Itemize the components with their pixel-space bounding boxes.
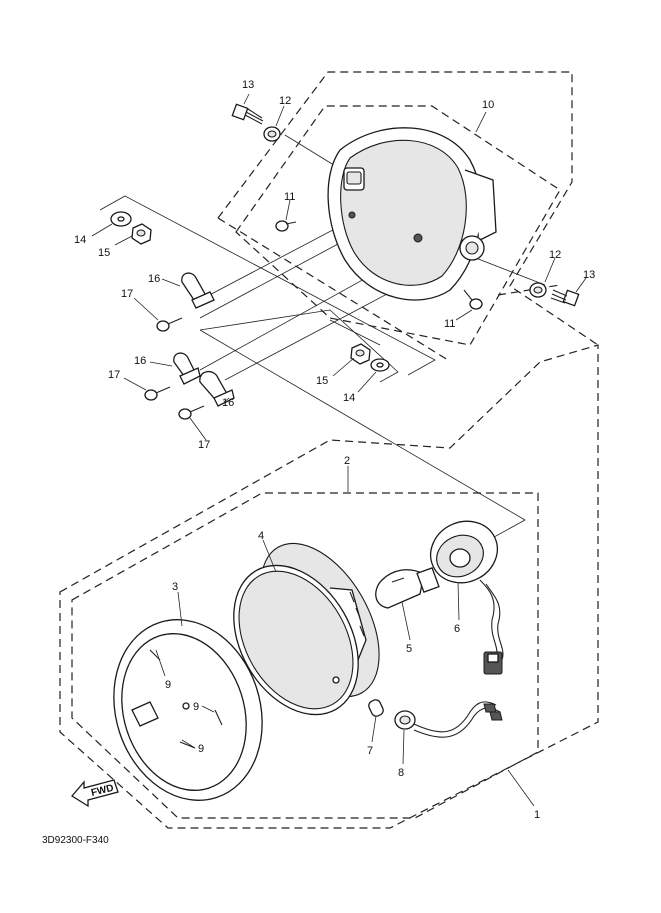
headlight-rim [113, 619, 263, 801]
callout-16-c: 16 [222, 397, 234, 409]
headlight-housing [327, 127, 497, 301]
callout-4: 4 [258, 530, 264, 542]
headlight-bulb [375, 567, 440, 609]
screw-17-b [144, 386, 171, 401]
callout-6: 6 [454, 623, 460, 635]
callout-1: 1 [534, 809, 540, 821]
callout-13-upper: 13 [242, 79, 254, 91]
pilot-bulb [368, 699, 384, 717]
callout-14-left: 14 [74, 234, 86, 246]
callout-12-right: 12 [549, 249, 561, 261]
nut-15-right [350, 343, 371, 365]
group-outlines [59, 71, 599, 829]
callout-12-upper: 12 [279, 95, 291, 107]
callout-9-c: 9 [198, 743, 204, 755]
callout-10: 10 [482, 99, 494, 111]
callout-numbers: 13 12 10 11 14 15 16 17 12 13 11 16 17 1… [74, 79, 595, 821]
callout-15-left: 15 [98, 247, 110, 259]
callout-2: 2 [344, 455, 350, 467]
bolt-13-right [550, 289, 580, 307]
callout-5: 5 [406, 643, 412, 655]
callout-17-c: 17 [198, 439, 210, 451]
group-2-outline [71, 492, 539, 819]
callout-11-upper: 11 [284, 191, 295, 203]
callout-14-right: 14 [343, 392, 355, 404]
screw-11-upper [275, 220, 297, 232]
clamp-16-b [173, 352, 201, 385]
callout-16-b: 16 [134, 355, 146, 367]
bolt-13-upper [231, 103, 264, 125]
callout-7: 7 [367, 745, 373, 757]
fwd-arrow: FWD [71, 779, 119, 808]
screw-11-right [463, 289, 483, 310]
fwd-label: FWD [90, 783, 115, 799]
clamp-16-a [181, 272, 215, 309]
nut-15-left [131, 223, 152, 245]
group-10-outline-outer [217, 71, 599, 361]
washer-14-right [370, 358, 390, 372]
collar-12-right [529, 282, 547, 298]
collar-12-upper [263, 126, 281, 142]
headlight-lens-unit [233, 542, 380, 716]
callout-9-b: 9 [193, 701, 199, 713]
group-1-outline [59, 344, 599, 829]
pilot-socket-cord [394, 701, 503, 738]
screw-17-a [156, 317, 183, 332]
washer-14-left [110, 211, 132, 227]
diagram-code: 3D92300-F340 [42, 835, 109, 846]
screw-17-c [178, 405, 205, 420]
callout-11-right: 11 [444, 318, 455, 330]
callout-9-a: 9 [165, 679, 171, 691]
bulb-socket [430, 520, 504, 675]
callout-8: 8 [398, 767, 404, 779]
group-10-outline-right [497, 284, 561, 296]
leader-lines [91, 93, 587, 807]
callout-17-a: 17 [121, 288, 133, 300]
clamp-16-c [199, 371, 235, 407]
callout-15-right: 15 [316, 375, 328, 387]
callout-16-a: 16 [148, 273, 160, 285]
callout-13-right: 13 [583, 269, 595, 281]
callout-3: 3 [172, 581, 178, 593]
callout-17-b: 17 [108, 369, 120, 381]
